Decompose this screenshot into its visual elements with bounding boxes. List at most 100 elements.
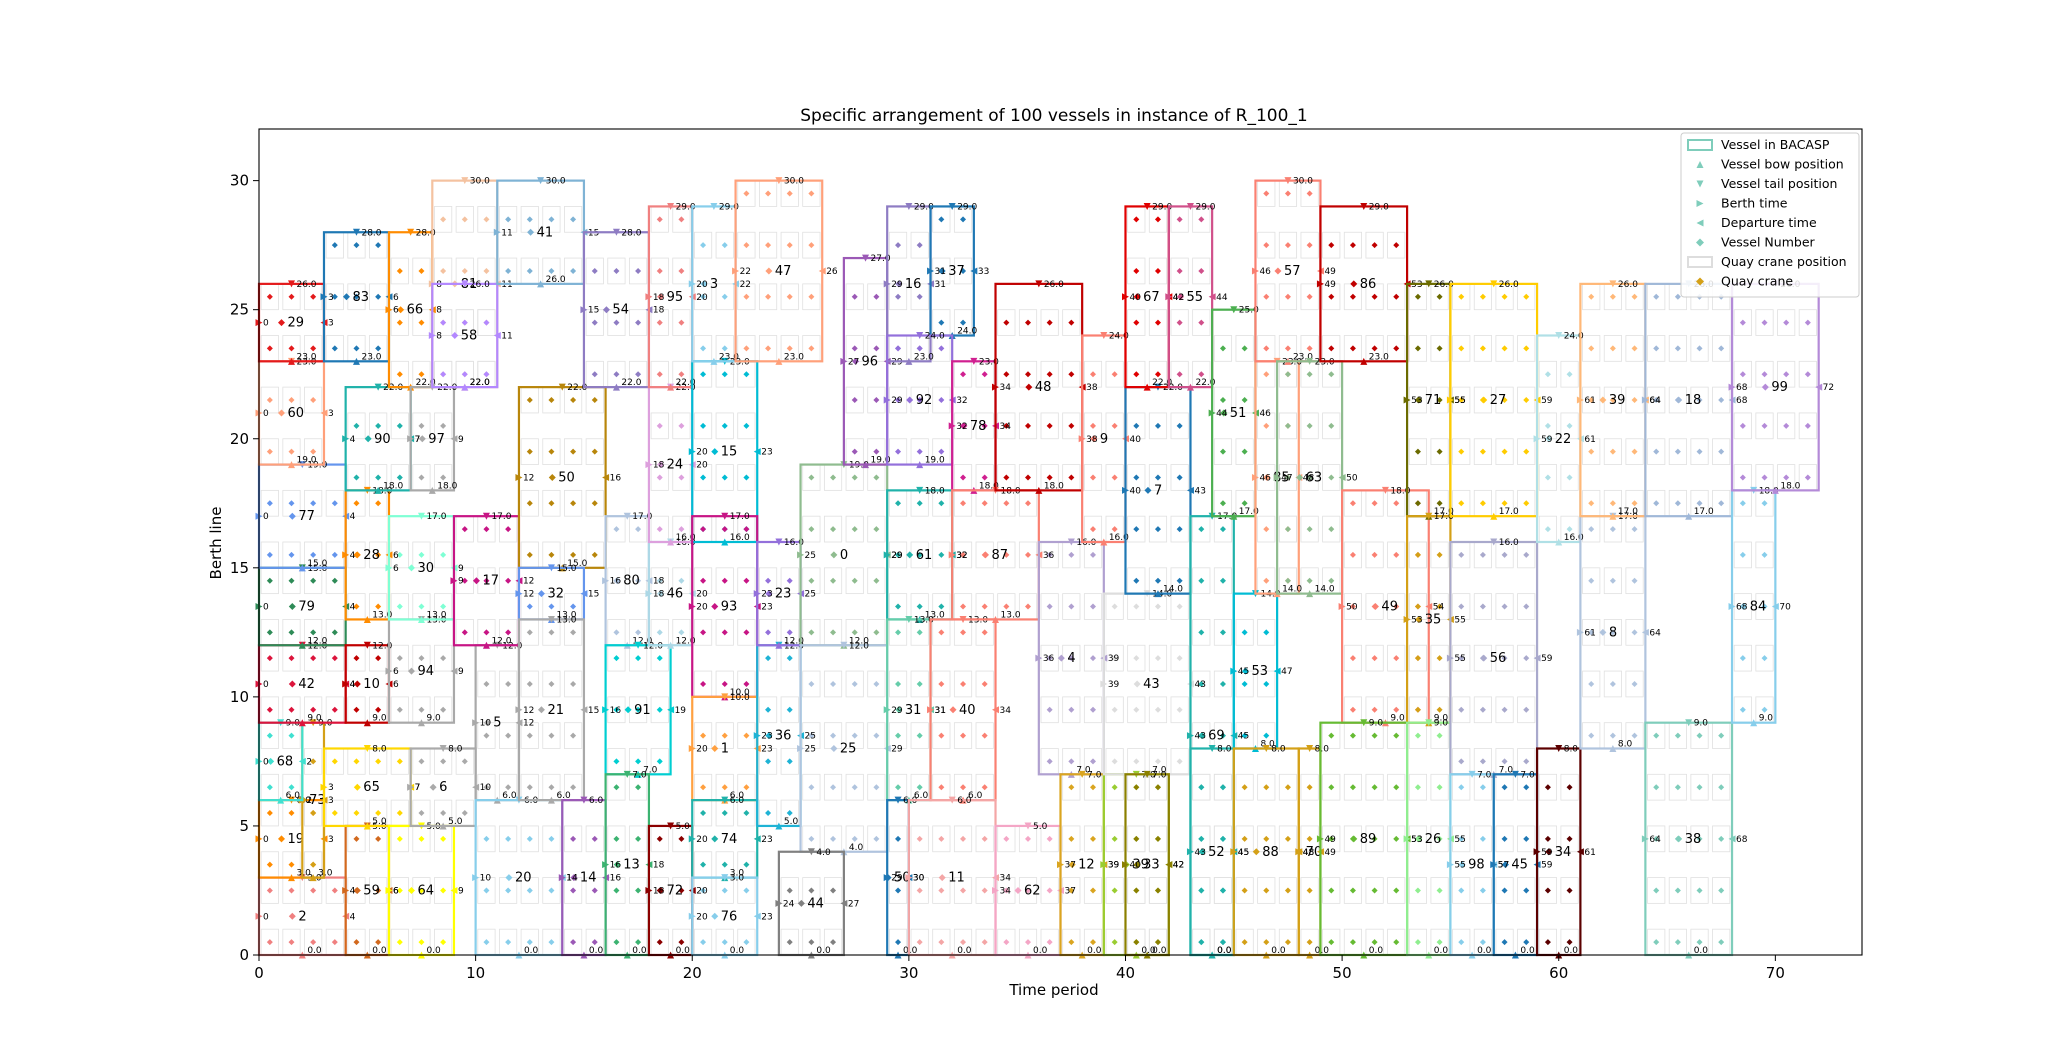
quay-crane-marker: [1458, 448, 1465, 455]
quay-crane-grid: [1170, 206, 1211, 388]
berth-time-label: 32: [956, 551, 967, 561]
quay-crane-marker: [1046, 758, 1053, 765]
quay-crane-position: [1560, 412, 1579, 440]
quay-crane-position: [542, 438, 561, 465]
quay-crane-marker: [418, 810, 425, 817]
departure-time-label: 25: [805, 732, 816, 742]
quay-crane-marker: [1306, 242, 1313, 249]
quay-crane-marker: [1198, 216, 1205, 223]
quay-crane-marker: [1393, 500, 1400, 507]
quay-crane-marker: [1631, 629, 1638, 636]
quay-crane-marker: [1501, 448, 1508, 455]
vessel-number: 55: [1186, 290, 1203, 305]
quay-crane-marker: [895, 603, 902, 610]
quay-crane-marker: [916, 835, 923, 842]
berth-time-label: 16: [610, 706, 622, 716]
quay-crane-marker: [461, 216, 468, 223]
vessel-bow-label: 23.0: [361, 352, 381, 362]
quay-crane-marker: [656, 835, 663, 842]
quay-crane-marker: [1025, 603, 1032, 610]
quay-crane-marker: [505, 526, 512, 533]
quay-crane-marker: [1154, 267, 1161, 274]
quay-crane-marker: [1068, 784, 1075, 791]
quay-crane-position: [1235, 438, 1254, 465]
quay-crane-position: [1538, 360, 1557, 388]
quay-crane-position: [260, 489, 279, 517]
legend-label: Departure time: [1721, 215, 1817, 230]
vessel-bow-label: 14.0: [1282, 585, 1302, 595]
quay-crane-marker: [1003, 603, 1010, 610]
berth-time-marker: [645, 461, 653, 469]
vessel-bow-marker: [1609, 512, 1617, 520]
quay-crane-position: [520, 877, 539, 904]
quay-crane-marker: [1414, 448, 1421, 455]
quay-crane-marker: [786, 758, 793, 765]
quay-crane-marker: [1284, 474, 1291, 481]
quay-crane-marker: [440, 810, 447, 817]
quay-crane-marker: [786, 242, 793, 249]
quay-crane-marker: [396, 267, 403, 274]
quay-crane-marker: [1198, 680, 1205, 687]
quay-crane-position: [1733, 644, 1752, 672]
quay-crane-marker: [1025, 887, 1032, 894]
quay-crane-position: [910, 825, 929, 853]
quay-crane-marker: [700, 680, 707, 687]
quay-crane-marker: [288, 861, 295, 868]
departure-time-marker: [753, 448, 761, 456]
quay-crane-marker: [1804, 319, 1811, 326]
quay-crane-marker: [1609, 293, 1616, 300]
legend-swatch: [1696, 277, 1704, 286]
vessel-number-marker: [1133, 293, 1141, 301]
quay-crane-position: [390, 412, 409, 440]
vessel-bow-label: 19.0: [925, 456, 945, 466]
vessel-number-marker: [711, 448, 719, 456]
quay-crane-marker: [851, 448, 858, 455]
quay-crane-marker: [548, 732, 555, 739]
quay-crane-position: [1300, 515, 1319, 543]
quay-crane-marker: [635, 887, 642, 894]
vessel-tail-label: 7.0: [1477, 770, 1492, 780]
quay-crane-position: [1235, 386, 1254, 414]
quay-crane-marker: [1241, 835, 1248, 842]
vessel-number-marker: [1350, 835, 1358, 843]
vessel-number-marker: [1014, 886, 1022, 894]
vessel-tail-label: 17.0: [426, 512, 446, 522]
quay-crane-position: [434, 206, 453, 233]
berth-time-label: 7: [415, 435, 421, 445]
quay-crane-position: [369, 412, 388, 440]
quay-crane-position: [585, 257, 604, 285]
quay-crane-marker: [1804, 474, 1811, 481]
berth-time-marker: [602, 577, 610, 585]
berth-time-label: 7: [415, 783, 421, 793]
quay-crane-marker: [895, 629, 902, 636]
quay-crane-marker: [526, 629, 533, 636]
quay-crane-position: [758, 748, 778, 775]
legend-box: [1680, 132, 1860, 298]
quay-crane-marker: [288, 397, 295, 404]
quay-crane-position: [1148, 515, 1168, 543]
quay-crane-marker: [960, 500, 967, 507]
vessel-tail-label: 9.0: [1694, 719, 1709, 729]
berth-time-marker: [753, 590, 761, 598]
vessel-number: 14: [580, 871, 597, 886]
vessel-number-marker: [1090, 435, 1098, 443]
quay-crane-marker: [873, 680, 880, 687]
quay-crane-marker: [440, 835, 447, 842]
quay-crane-position: [888, 670, 908, 698]
vessel-tail-label: 17.0: [632, 512, 652, 522]
quay-crane-position: [1560, 877, 1579, 904]
quay-crane-marker: [1154, 939, 1161, 946]
quay-crane-marker: [1458, 655, 1465, 662]
quay-crane-position: [932, 670, 951, 698]
quay-crane-position: [1170, 515, 1189, 543]
quay-crane-marker: [1025, 474, 1032, 481]
vessel-bow-label: 22.0: [416, 378, 436, 388]
vessel-bow-label: 8.0: [1618, 740, 1633, 750]
vessel-number: 59: [363, 883, 380, 898]
quay-crane-marker: [1176, 422, 1183, 429]
quay-crane-marker: [1696, 397, 1703, 404]
vessel-number: 34: [1555, 845, 1572, 860]
quay-crane-marker: [440, 655, 447, 662]
vessel-number-marker: [830, 745, 838, 752]
quay-crane-marker: [266, 397, 273, 404]
